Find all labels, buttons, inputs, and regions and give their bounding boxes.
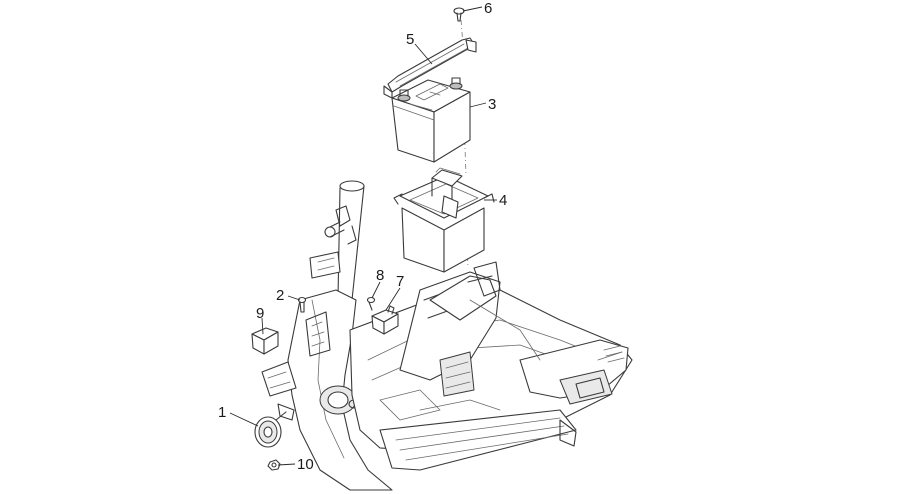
callout-6: 6 [484,0,492,17]
callout-4: 4 [499,192,507,209]
relay-part-7 [371,305,399,335]
callout-5: 5 [406,31,414,48]
callout-8: 8 [376,267,384,284]
nut-part-10 [267,459,281,471]
horn-part-1 [254,403,295,448]
callout-1: 1 [218,404,226,421]
battery-box-part-4 [393,167,495,273]
leader-lines [229,6,497,466]
screw-part-6 [453,7,465,22]
callout-7: 7 [396,273,404,290]
screw-part-8 [366,296,376,311]
relay-part-9 [251,327,279,355]
scooter-frame [261,180,633,491]
battery-part-3 [391,77,471,163]
callout-2: 2 [276,287,284,304]
bolt-part-2 [297,296,307,313]
callout-9: 9 [256,305,264,322]
callout-3: 3 [488,96,496,113]
callout-10: 10 [297,456,314,473]
